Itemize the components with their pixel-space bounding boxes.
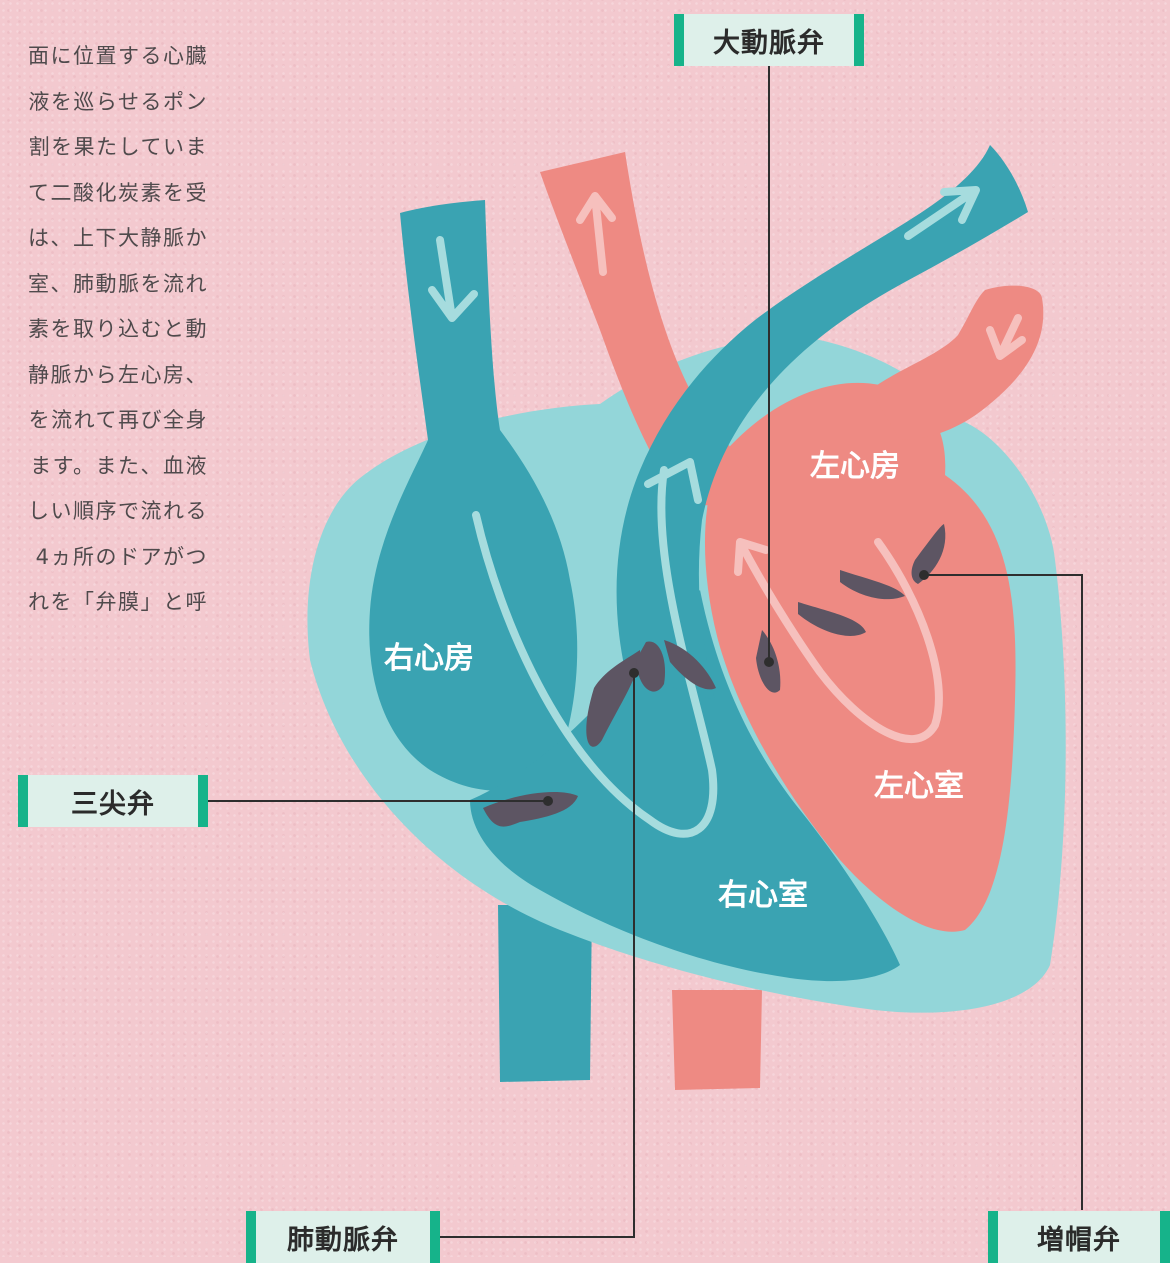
description-text: 面に位置する心臓 液を巡らせるポン 割を果たしていま て二酸化炭素を受 は、上下… [28, 34, 208, 626]
text-line: 室、肺動脈を流れ [28, 271, 208, 296]
text-line: は、上下大静脈か [28, 226, 208, 250]
left-heart-region [704, 382, 1016, 932]
mitral-leaflet [840, 570, 905, 600]
text-line: 割を果たしていま [28, 135, 208, 159]
leader-dots [543, 570, 929, 806]
pulmonary-leaflet [586, 650, 641, 747]
mitral-leaflet [911, 524, 946, 584]
mitral-valve-tag: 増帽弁 [988, 1211, 1170, 1263]
flow-arrows [428, 186, 1026, 838]
aortic-valve-tag: 大動脈弁 [674, 14, 864, 66]
text-line: 静脈から左心房、 [28, 362, 208, 387]
leader-line-pulmonary [440, 673, 635, 1238]
label-left-ventricle: 左心室 [874, 769, 964, 804]
arrow-icon [986, 314, 1026, 360]
dot-tricuspid [543, 796, 553, 806]
text-line: を流れて再び全身 [28, 408, 208, 432]
dot-pulmonary [629, 668, 639, 678]
label-left-atrium: 左心房 [810, 449, 900, 484]
label-right-ventricle: 右心室 [718, 878, 808, 913]
leader-lines [208, 64, 1083, 1238]
aortic-leaflet [664, 640, 716, 690]
mitral-leaflet [798, 602, 866, 636]
right-atrium-region [369, 200, 578, 791]
text-line: ます。また、血液 [30, 453, 208, 478]
text-line: 面に位置する心臓 [28, 44, 208, 68]
arrow-icon [576, 192, 616, 276]
text-line: 素を取り込むと動 [28, 317, 208, 341]
text-line: て二酸化炭素を受 [28, 180, 208, 205]
tricuspid-valve-tag: 三尖弁 [18, 775, 208, 827]
text-line: しい順序で流れる [28, 499, 208, 523]
descending-aorta [672, 990, 762, 1090]
arrow-icon [428, 236, 478, 322]
text-line: 液を巡らせるポン [28, 89, 208, 114]
text-line: れを「弁膜」と呼 [28, 590, 208, 614]
arrow-icon [904, 186, 980, 240]
right-ventricle-region [470, 590, 900, 982]
pulmonary-leaflet [636, 641, 666, 692]
arrow-icon [472, 458, 718, 838]
inferior-vena-cava [498, 905, 592, 1082]
pulmonary-valve-tag: 肺動脈弁 [246, 1211, 440, 1263]
aorta [616, 145, 1028, 700]
arrow-icon [734, 538, 943, 744]
pulmonary-vein [870, 285, 1044, 440]
leader-line-mitral [924, 574, 1083, 1210]
text-line: 4ヵ所のドアがつ [35, 544, 208, 569]
dot-aortic [764, 657, 774, 667]
label-right-atrium: 右心房 [384, 641, 474, 676]
dot-mitral [919, 570, 929, 580]
